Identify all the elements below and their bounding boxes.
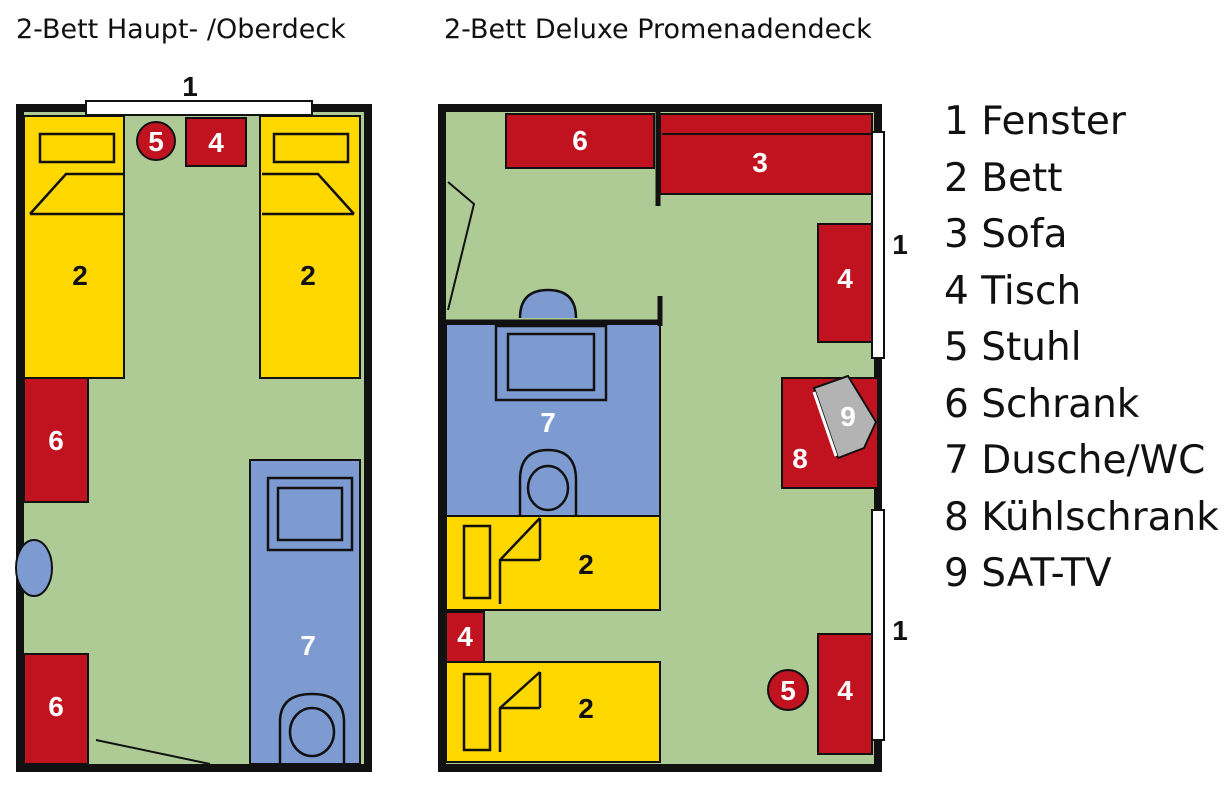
right-table-3-label: 4 — [837, 675, 853, 706]
right-cabin: 1 1 6 3 4 8 9 7 — [438, 104, 908, 772]
right-bed-1-label: 2 — [578, 549, 594, 580]
right-chair-label: 5 — [780, 675, 796, 706]
left-door-icon — [95, 739, 211, 765]
left-table-label: 4 — [208, 127, 224, 158]
legend: 1 Fenster 2 Bett 3 Sofa 4 Tisch 5 Stuhl … — [944, 94, 1219, 603]
legend-item: 3 Sofa — [944, 212, 1068, 257]
right-window-2-label: 1 — [892, 615, 908, 646]
right-bathroom-label: 7 — [540, 407, 556, 438]
legend-item: 6 Schrank — [944, 381, 1140, 427]
left-bed-1-label: 2 — [72, 260, 88, 291]
right-window-1 — [871, 131, 885, 359]
right-table-3 — [817, 633, 873, 755]
right-fridge-label: 8 — [792, 443, 808, 474]
legend-item: 2 Bett — [944, 155, 1063, 201]
right-bed-1: 2 — [445, 515, 661, 611]
legend-item: 1 Fenster — [944, 99, 1126, 144]
legend-item: 7 Dusche/WC — [944, 438, 1206, 483]
left-bathroom: 7 — [249, 459, 361, 765]
right-bathroom: 7 — [445, 288, 663, 517]
right-table-1-label: 4 — [837, 263, 853, 294]
right-table-1 — [817, 223, 873, 343]
left-chair — [136, 121, 176, 161]
left-sink-icon — [15, 539, 53, 597]
right-table-2-label: 4 — [457, 621, 473, 652]
legend-item: 4 Tisch — [944, 268, 1082, 314]
legend-item: 5 Stuhl — [944, 325, 1082, 370]
left-wardrobe-2-label: 6 — [48, 691, 64, 722]
right-window-1-label: 1 — [892, 229, 908, 260]
left-bed-2: 2 — [259, 115, 361, 379]
right-cabin-title: 2-Bett Deluxe Promenadendeck — [444, 14, 872, 45]
left-bed-1: 2 — [23, 115, 125, 379]
right-wardrobe — [505, 113, 655, 169]
legend-item: 9 SAT-TV — [944, 551, 1112, 596]
right-door-icon — [447, 181, 476, 311]
right-table-2 — [445, 611, 485, 663]
legend-item: 8 Kühlschrank — [944, 494, 1219, 540]
left-wardrobe-1-label: 6 — [48, 425, 64, 456]
left-cabin: 1 2 2 5 4 6 6 — [15, 71, 372, 772]
left-cabin-title: 2-Bett Haupt- /Oberdeck — [16, 14, 346, 45]
right-tv-label: 9 — [840, 401, 856, 432]
right-bed-2: 2 — [445, 661, 661, 763]
right-wardrobe-label: 6 — [572, 125, 588, 156]
left-window — [85, 100, 313, 116]
left-window-label: 1 — [182, 71, 198, 102]
left-bathroom-label: 7 — [300, 630, 316, 661]
left-bed-2-label: 2 — [300, 260, 316, 291]
left-chair-label: 5 — [148, 126, 164, 157]
right-sofa — [659, 113, 873, 195]
right-window-2 — [871, 509, 885, 741]
right-bed-2-label: 2 — [578, 693, 594, 724]
right-sofa-label: 3 — [752, 147, 768, 178]
left-wardrobe-2 — [23, 653, 89, 765]
right-chair — [767, 669, 809, 711]
left-wardrobe-1 — [23, 377, 89, 503]
left-table — [185, 117, 247, 167]
